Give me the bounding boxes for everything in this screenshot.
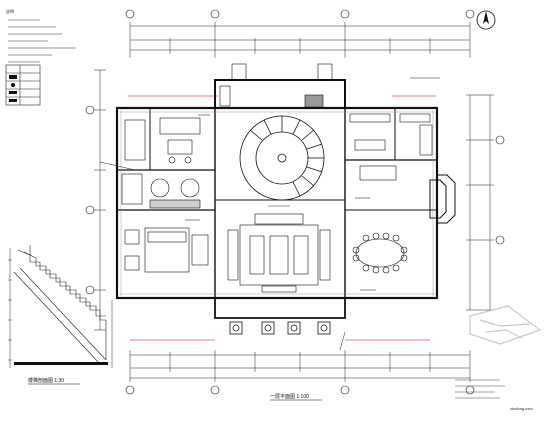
room-label-marks: [185, 114, 376, 291]
bay-window: [429, 174, 456, 224]
north-arrow-icon: [476, 10, 496, 30]
watermark-logo: [469, 305, 542, 345]
building-walls: [115, 79, 439, 319]
entrance-columns: [229, 321, 331, 335]
notes-header: 说明: [6, 8, 14, 14]
study-room-furniture: [124, 117, 201, 164]
dining-table: [352, 232, 408, 274]
wall-hatching: [119, 110, 435, 296]
general-notes: 说明: [5, 8, 76, 106]
living-room-furniture: [227, 213, 331, 293]
watermark-text: zhulong.com: [510, 406, 533, 411]
title-block-notes: [455, 379, 505, 399]
section-title: 楼梯剖面图 1:30: [28, 377, 64, 384]
bedroom-furniture: [124, 227, 209, 273]
dimension-lines: [94, 22, 494, 382]
axis-bubbles: [85, 9, 505, 395]
leader-annotations: [99, 77, 440, 351]
plan-title: 一层平面图 1:100: [270, 394, 309, 400]
upper-tower-fixtures: [219, 63, 333, 108]
kitchen-fixtures: [349, 113, 433, 181]
bathroom-fixtures: [121, 173, 201, 209]
spiral-staircase: [239, 115, 325, 201]
stair-section-drawing: 楼梯剖面图 1:30: [8, 245, 113, 385]
red-dimension-lines: [128, 95, 436, 341]
